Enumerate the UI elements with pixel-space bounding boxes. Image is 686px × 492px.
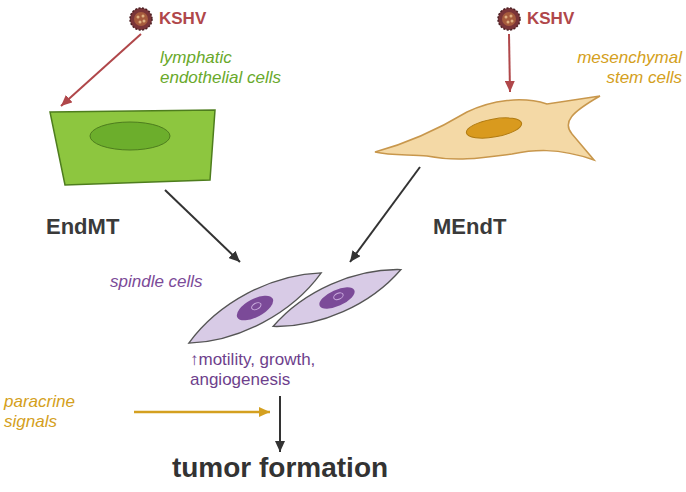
- virus-label: KSHV: [159, 9, 206, 29]
- arrow-connector: [350, 167, 420, 262]
- virus-label-holder: KSHV: [527, 9, 574, 29]
- transition-holder: EndMT: [46, 214, 119, 240]
- spindle-cells: spindle cells ↑motility, growth, angiogen…: [105, 262, 410, 396]
- arrow-connector: [61, 34, 141, 106]
- cell-label-holder: lymphatic endothelial cells: [160, 48, 310, 88]
- virus-label-holder: KSHV: [159, 9, 206, 29]
- virus-node: KSHV: [128, 6, 218, 34]
- mesenchymal-cell: mesenchymal stem cells: [372, 92, 604, 167]
- outcome-box: tumor formation: [168, 452, 393, 486]
- transition-holder: MEndT: [433, 214, 506, 240]
- cell-label-holder: mesenchymal stem cells: [562, 48, 682, 88]
- effect-text-holder: ↑motility, growth, angiogenesis: [190, 350, 390, 390]
- arrow-connector: [509, 34, 510, 92]
- effect-text: ↑motility, growth, angiogenesis: [190, 350, 390, 390]
- cell-label-holder: spindle cells: [110, 272, 203, 292]
- transition-label: MEndT: [433, 214, 506, 240]
- cell-label: spindle cells: [110, 272, 203, 292]
- transition-label: EndMT: [46, 214, 119, 240]
- note-label: paracrine signals: [4, 392, 129, 432]
- lymphatic-cell-shape: [48, 106, 218, 190]
- arrow-connector: [165, 190, 240, 262]
- paracrine-arrow-line: [134, 411, 270, 414]
- cell-label: lymphatic endothelial cells: [160, 48, 310, 88]
- note-holder: paracrine signals: [4, 392, 129, 432]
- outcome-text: tumor formation: [168, 452, 393, 484]
- lymphatic-cell: lymphatic endothelial cells: [48, 106, 218, 190]
- arrow-connector: [279, 396, 281, 452]
- mesenchymal-cell-shape: [372, 92, 604, 167]
- virus-label: KSHV: [527, 9, 574, 29]
- cell-label: mesenchymal stem cells: [562, 48, 682, 88]
- virus-node: KSHV: [496, 6, 586, 34]
